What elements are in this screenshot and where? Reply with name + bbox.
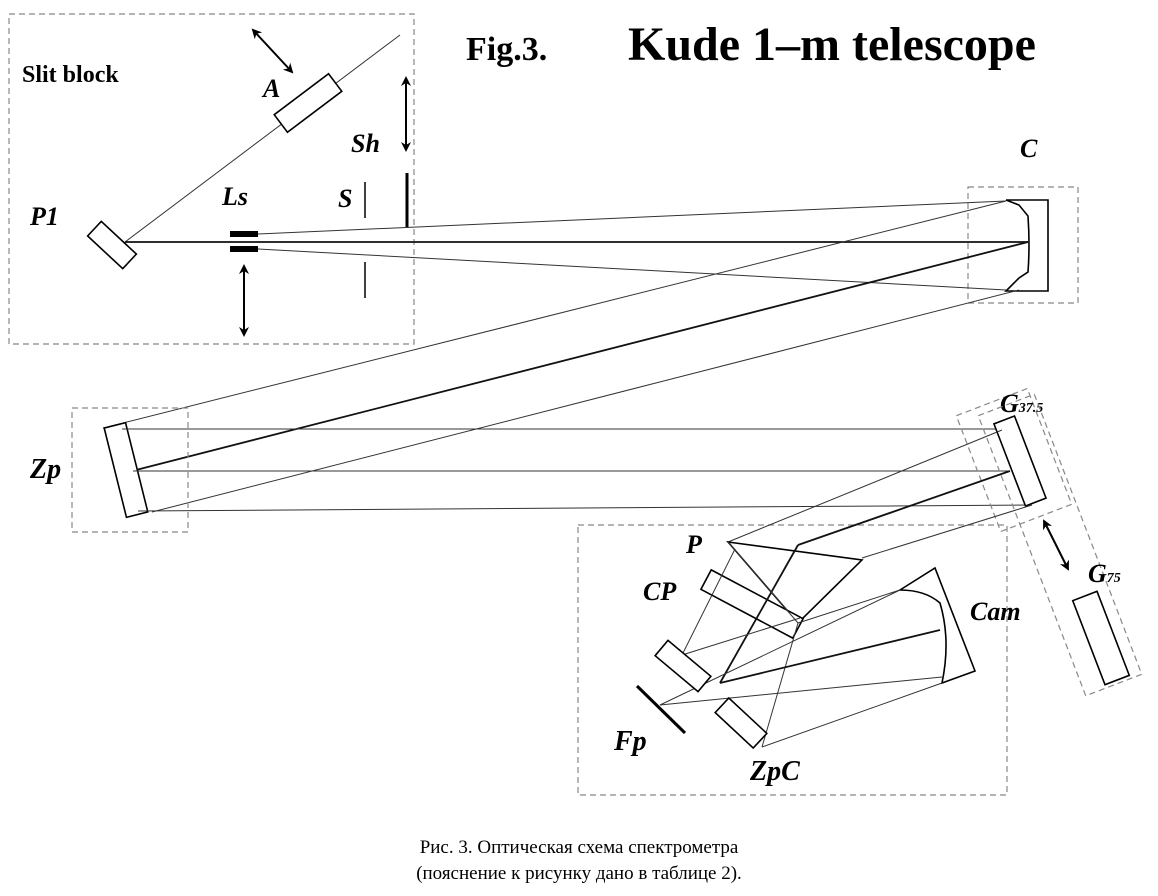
element-G37-5 xyxy=(992,414,1048,508)
label-CP: CP xyxy=(643,577,677,606)
ray-C-Zp-2 xyxy=(135,241,1029,471)
ray-cam-6 xyxy=(719,629,941,684)
element-Ls-bottom xyxy=(230,246,258,252)
element-CP xyxy=(699,568,805,640)
collimator-box xyxy=(967,186,1079,304)
label-ZpC: ZpC xyxy=(749,756,800,787)
slit-block-label: Slit block xyxy=(22,62,119,88)
label-Sh: Sh xyxy=(351,129,380,158)
label-G37-5: G37.5 xyxy=(1000,389,1043,418)
label-P: P xyxy=(685,530,703,559)
element-ZpC xyxy=(714,696,768,750)
ray-G-P-1 xyxy=(727,429,1003,543)
ray-G-P-3 xyxy=(861,504,1033,559)
label-G75: G75 xyxy=(1088,559,1121,588)
ray-cam-10 xyxy=(761,682,943,748)
ray-cam-2 xyxy=(719,544,799,684)
ray-C-Zp-1 xyxy=(102,200,1007,429)
label-Zp: Zp xyxy=(29,454,61,485)
figure-number: Fig.3. xyxy=(466,31,547,68)
caption-line-1: Рис. 3. Оптическая схема спектрометра xyxy=(419,837,739,858)
caption-line-2: (пояснение к рисунку дано в таблице 2). xyxy=(416,863,742,884)
ray-fan-top xyxy=(257,200,1007,235)
ray-C-Zp-3 xyxy=(151,289,1020,513)
element-Ls-top xyxy=(230,231,258,237)
element-A xyxy=(273,72,343,134)
element-fold-mirror xyxy=(653,639,713,693)
ray-cam-5 xyxy=(797,589,901,624)
ray-cam-7 xyxy=(681,617,801,656)
ray-Zp-G-3 xyxy=(137,504,1031,512)
element-Zp xyxy=(103,421,149,519)
element-P1 xyxy=(86,220,138,270)
camera-block-box xyxy=(577,524,1008,796)
figure-title: Kude 1–m telescope xyxy=(628,18,1036,71)
label-P1: P1 xyxy=(29,202,59,231)
collimator-mirror xyxy=(1004,199,1049,292)
ray-G-P-2 xyxy=(797,470,1011,546)
ray-cam-3 xyxy=(761,622,799,748)
input-ray xyxy=(124,34,401,243)
ray-cam-4 xyxy=(727,541,799,624)
arrow-A xyxy=(251,28,294,74)
label-Cam: Cam xyxy=(970,597,1021,626)
element-G75 xyxy=(1071,590,1131,686)
element-Fp xyxy=(635,684,687,735)
label-C: C xyxy=(1020,134,1038,163)
slit-block-box xyxy=(8,13,415,345)
label-S: S xyxy=(338,184,352,213)
ray-cam-1 xyxy=(681,548,736,656)
ray-fan-bottom xyxy=(257,248,1007,291)
label-Fp: Fp xyxy=(613,726,647,757)
ray-cam-8 xyxy=(659,676,943,706)
arrow-grating-swap xyxy=(1043,519,1069,571)
element-Cam-mirror xyxy=(897,566,977,685)
label-Ls: Ls xyxy=(221,182,248,211)
label-A: A xyxy=(261,74,280,103)
